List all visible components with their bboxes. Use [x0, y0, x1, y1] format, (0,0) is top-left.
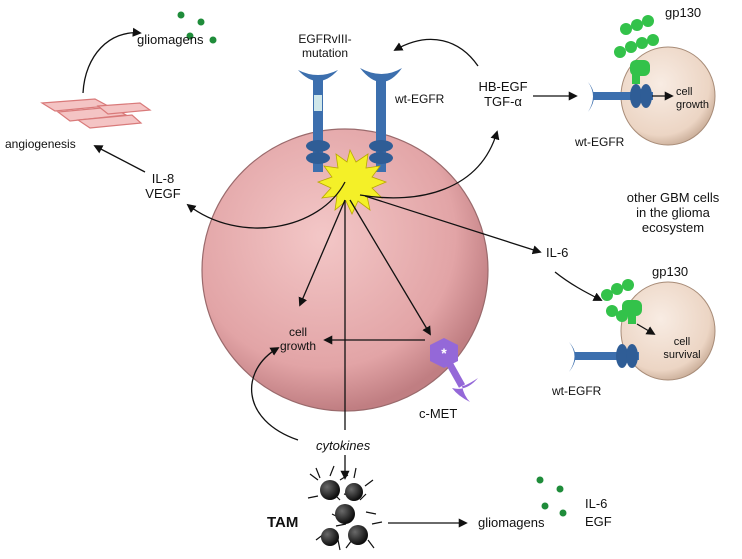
other-gbm-cell-bottom [620, 281, 716, 381]
wt-egfr-center-label: wt-EGFR [395, 92, 445, 106]
cell-growth-right-line1: cell [676, 86, 693, 98]
gp130-receptor-bottom [601, 279, 642, 324]
cell-growth-center-group: cell growth [276, 325, 320, 354]
il8-vegf-group: IL-8 VEGF [142, 171, 184, 202]
gliomagens-top-label: gliomagens [137, 32, 204, 47]
tam-cells [320, 480, 368, 546]
gliomagen-dots-bottom [536, 476, 567, 517]
gp130-top-label: gp130 [665, 5, 702, 20]
cytokines-label: cytokines [316, 438, 371, 453]
wt-egfr-receptor-top-right [588, 82, 653, 112]
wt-egfr-bottom-right-label: wt-EGFR [552, 384, 602, 398]
gliomagen-dots-top [177, 11, 217, 44]
other-gbm-cells-group: other GBM cells in the glioma ecosystem [608, 190, 738, 236]
cell-survival-group: cell survival [660, 336, 704, 361]
other-gbm-line3: ecosystem [641, 219, 705, 235]
il6-bottom-label: IL-6 [585, 496, 608, 511]
hb-egf-tgfa-group: HB-EGF TGF-α [473, 79, 533, 110]
tam-label: TAM [267, 514, 299, 531]
il6-egf-group: IL-6 EGF [585, 496, 612, 530]
cell-growth-center-line1: cell [288, 325, 307, 339]
egfrviii-label-group: EGFRvIII- mutation [289, 32, 361, 61]
gp130-bottom-label: gp130 [652, 264, 689, 279]
angiogenesis-vessel [40, 98, 152, 129]
il6-mid-label: IL-6 [546, 245, 569, 260]
other-gbm-line1: other GBM cells [626, 190, 720, 205]
wt-egfr-receptor-bottom-right [569, 342, 639, 372]
egfrviii-receptor [298, 70, 338, 172]
cell-growth-right-line2: growth [676, 98, 710, 111]
il8-label: IL-8 [151, 171, 175, 186]
cmet-receptor: * [430, 338, 478, 402]
cell-survival-line2: survival [663, 348, 701, 361]
other-gbm-line2: in the glioma [636, 204, 710, 220]
gp130-receptor-top [614, 15, 659, 84]
tgf-alpha-label: TGF-α [484, 93, 522, 109]
egf-bottom-label: EGF [585, 513, 612, 529]
hb-egf-label: HB-EGF [478, 79, 528, 94]
cell-survival-line1: cell [673, 336, 691, 348]
svg-text:*: * [441, 345, 447, 361]
gliomagens-bottom-label: gliomagens [478, 515, 545, 530]
activation-burst [316, 148, 388, 215]
wt-egfr-receptor-center [360, 68, 402, 172]
egfrviii-label-line1: EGFRvIII- [298, 32, 352, 46]
cell-growth-center-line2: growth [279, 338, 317, 353]
vegf-label: VEGF [145, 185, 181, 201]
cmet-label: c-MET [419, 406, 458, 421]
angiogenesis-label: angiogenesis [5, 137, 76, 151]
wt-egfr-top-right-label: wt-EGFR [575, 135, 625, 149]
egfrviii-label-line2: mutation [301, 45, 349, 60]
cell-growth-right-group: cell growth [676, 86, 709, 111]
signal-arrows [82, 27, 674, 528]
